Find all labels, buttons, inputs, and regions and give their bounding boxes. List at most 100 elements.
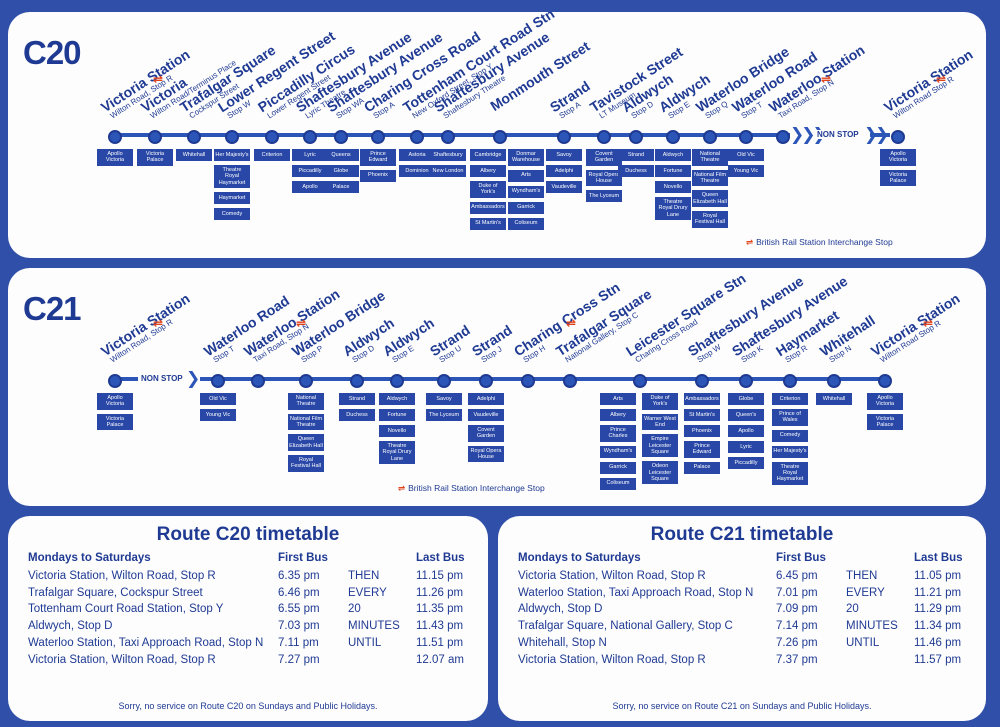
landmark-box: Piccadilly: [292, 165, 328, 177]
landmark-box: Phoenix: [684, 425, 720, 437]
landmark-box: Wyndham's: [600, 445, 636, 458]
landmark-box: Duchess: [618, 165, 654, 177]
british-rail-icon: ⇌: [153, 72, 164, 86]
stop-name: Victoria Station: [97, 290, 193, 360]
last-bus-header: Last Bus: [416, 552, 465, 564]
landmark-box: Theatre Royal Drury Lane: [379, 441, 415, 464]
landmark-box: Apollo Victoria: [97, 393, 133, 410]
landmark-box: Apollo: [728, 425, 764, 437]
route-c21-line-start: [110, 377, 138, 381]
landmark-box: Astoria: [399, 149, 435, 161]
landmark-box: Prince of Wales: [772, 409, 808, 426]
stop-dot: [739, 374, 753, 388]
route-c20-map: C20 ❯❯❯ NON STOP ❯❯ Victoria StationWilt…: [8, 12, 986, 258]
landmark-box: Ambassadors: [684, 393, 720, 405]
landmark-box: Albery: [470, 165, 506, 177]
british-rail-icon: ⇌: [398, 483, 406, 493]
landmark-box: Arts: [600, 393, 636, 405]
landmark-box: Cambridge: [470, 149, 506, 161]
route-c20-title: C20: [23, 34, 82, 71]
landmark-box: Novello: [655, 181, 691, 193]
landmark-box: Theatre Royal Haymarket: [214, 165, 250, 188]
landmark-box: Lyric: [728, 441, 764, 453]
landmark-box: Adelphi: [546, 165, 582, 177]
landmark-box: Duke of York's: [470, 181, 506, 198]
first-bus-time: 7.03 pm: [278, 620, 320, 633]
timetable-row: Trafalgar Square, National Gallery, Stop…: [518, 620, 966, 636]
first-bus-time: 7.11 pm: [278, 636, 319, 649]
stop-name: Victoria Station, Wilton Road, Stop R: [28, 653, 216, 666]
landmark-box: National Theatre: [692, 149, 728, 166]
stop-name: Victoria Station, Wilton Road, Stop R: [28, 570, 216, 582]
stop-dot: [878, 374, 892, 388]
landmark-box: Comedy: [772, 429, 808, 442]
stop-dot: [493, 130, 507, 144]
landmark-box: Strand: [339, 393, 375, 405]
landmark-list: Victoria Palace: [137, 149, 173, 166]
landmark-box: Donmar Warehouse: [508, 149, 544, 166]
rail-interchange-legend: ⇌British Rail Station Interchange Stop: [398, 483, 545, 494]
landmark-box: Piccadilly: [728, 457, 764, 469]
timetable-row: Tottenham Court Road Station, Stop Y 6.55…: [28, 603, 468, 619]
first-bus-time: 7.26 pm: [776, 636, 818, 649]
stop-dot: [187, 130, 201, 144]
frequency-text: 20: [348, 603, 361, 616]
landmark-box: St Martin's: [470, 217, 506, 230]
landmark-box: Globe: [728, 393, 764, 405]
last-bus-time: 11.21 pm: [914, 586, 962, 599]
landmark-box: Her Majesty's: [772, 445, 808, 458]
days-header: Mondays to Saturdays: [28, 552, 151, 564]
stop-dot: [211, 374, 225, 388]
last-bus-time: 11.57 pm: [914, 653, 962, 666]
landmark-list: Whitehall: [816, 393, 852, 405]
landmark-box: Arts: [508, 169, 544, 182]
landmark-box: Dominion: [399, 165, 435, 177]
stop-dot: [827, 374, 841, 388]
british-rail-icon: ⇌: [746, 237, 754, 247]
landmark-box: Queen Elizabeth Hall: [692, 190, 728, 207]
landmark-box: Queen Elizabeth Hall: [288, 434, 324, 451]
landmark-box: Covent Garden: [468, 425, 504, 442]
last-bus-time: 11.29 pm: [914, 603, 962, 616]
landmark-box: Comedy: [214, 207, 250, 220]
frequency-text: MINUTES: [846, 620, 898, 633]
landmark-box: The Lyceum: [586, 190, 622, 203]
british-rail-icon: ⇌: [566, 316, 577, 330]
stop-name: Tottenham Court Road Station, Stop Y: [28, 603, 224, 616]
last-bus-time: 11.43 pm: [416, 620, 464, 633]
landmark-box: New London: [430, 165, 466, 177]
stop-dot: [108, 130, 122, 144]
stop-dot: [597, 130, 611, 144]
landmark-box: Strand: [618, 149, 654, 161]
landmark-box: Theatre Royal Haymarket: [772, 461, 808, 485]
route-c21-title: C21: [23, 290, 82, 327]
stop-name: Trafalgar Square, Cockspur Street: [28, 586, 203, 599]
first-bus-time: 7.09 pm: [776, 603, 818, 616]
route-c21-line: [200, 377, 890, 381]
first-bus-time: 6.55 pm: [278, 603, 320, 616]
first-bus-time: 6.45 pm: [776, 570, 818, 582]
landmark-box: Young Vic: [200, 409, 236, 421]
landmark-box: Savoy: [546, 149, 582, 161]
landmark-box: Theatre Royal Drury Lane: [655, 197, 691, 220]
stop-dot: [299, 374, 313, 388]
british-rail-icon: ⇌: [153, 316, 164, 330]
landmark-box: Garrick: [600, 461, 636, 474]
frequency-text: EVERY: [348, 586, 387, 599]
landmark-box: Royal Opera House: [468, 445, 504, 463]
landmark-box: Savoy: [426, 393, 462, 405]
